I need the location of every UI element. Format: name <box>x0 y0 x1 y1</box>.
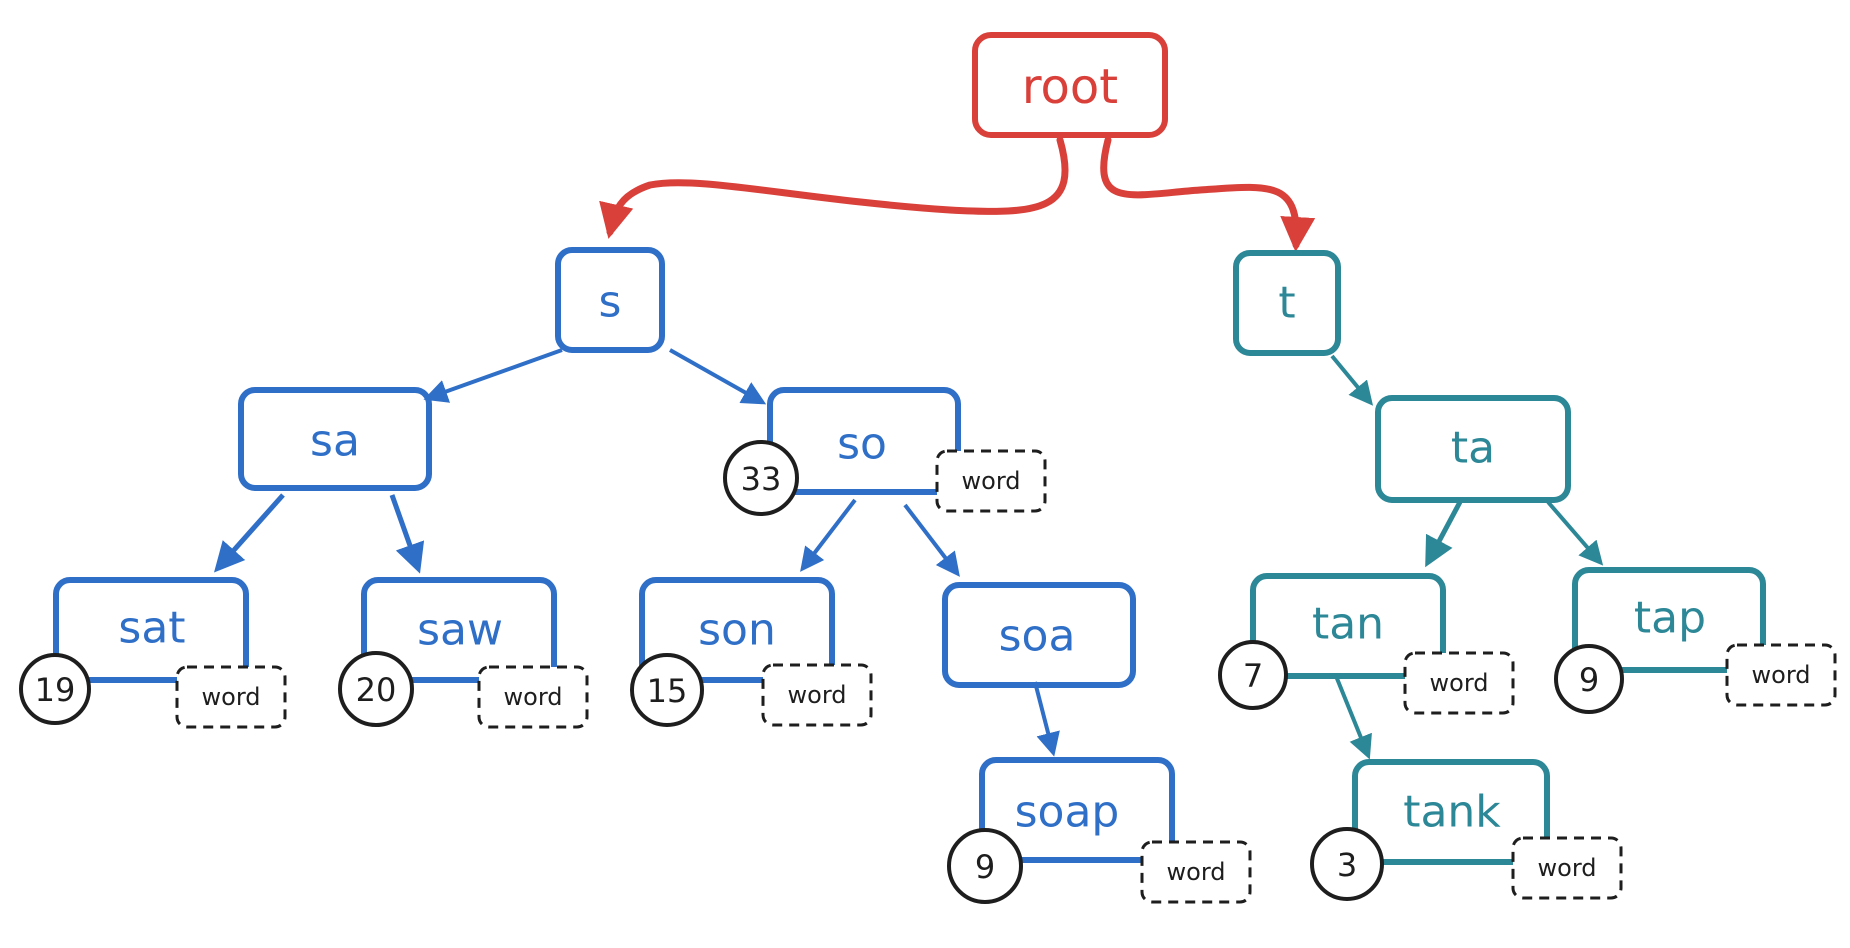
node-label-ta: ta <box>1451 423 1495 474</box>
node-soap: soap 9 word <box>947 757 1252 904</box>
word-flag <box>175 665 287 729</box>
node-tank: tank 3 word <box>1310 759 1623 901</box>
count-sat: 19 <box>35 671 76 709</box>
node-label-tap: tap <box>1634 593 1706 644</box>
node-label-s: s <box>599 277 622 328</box>
edge-root-t <box>1100 136 1316 252</box>
flag-sat: word <box>202 683 261 711</box>
node-label-tan: tan <box>1312 599 1384 650</box>
node-label-sat: sat <box>118 603 185 654</box>
edge-sa-sat <box>214 493 285 573</box>
edge-s-so <box>669 348 767 405</box>
count-soap: 9 <box>975 848 995 886</box>
flag-tank: word <box>1538 854 1597 882</box>
count-badge <box>947 828 1023 904</box>
edge-ta-tap <box>1546 500 1604 566</box>
node-tap: tap 9 word <box>1554 567 1837 714</box>
node-label-soa: soa <box>999 611 1076 662</box>
node-label-so: so <box>837 419 887 470</box>
count-badge <box>19 653 91 725</box>
node-label-saw: saw <box>417 605 503 656</box>
count-badge <box>630 653 704 727</box>
edge-root-s <box>599 136 1069 239</box>
node-tan: tan 7 word <box>1218 573 1515 715</box>
edge-ta-tan <box>1425 500 1463 568</box>
count-badge <box>1218 640 1288 710</box>
flag-tan: word <box>1430 669 1489 697</box>
flag-soap: word <box>1167 858 1226 886</box>
node-s: s <box>555 247 665 353</box>
edge-sa-saw <box>389 494 425 574</box>
count-badge <box>338 651 414 727</box>
flag-saw: word <box>504 683 563 711</box>
word-flag <box>1725 643 1837 707</box>
node-ta: ta <box>1375 395 1571 503</box>
count-tank: 3 <box>1337 846 1357 884</box>
edge-t-ta <box>1330 354 1374 406</box>
count-badge <box>723 440 799 516</box>
word-flag <box>1140 840 1252 904</box>
word-flag <box>1511 836 1623 900</box>
count-saw: 20 <box>356 671 397 709</box>
edge-s-sa <box>423 348 563 403</box>
edge-so-soa <box>903 503 960 577</box>
node-label-son: son <box>698 605 776 656</box>
edge-soa-soap <box>1033 681 1060 757</box>
edges <box>214 136 1604 760</box>
node-saw: saw 20 word <box>338 577 589 729</box>
count-tap: 9 <box>1579 661 1599 699</box>
count-badge <box>1554 644 1624 714</box>
count-badge <box>1310 827 1384 901</box>
flag-so: word <box>962 467 1021 495</box>
node-label-soap: soap <box>1015 787 1120 838</box>
node-sat: sat 19 word <box>19 577 287 729</box>
flag-son: word <box>788 681 847 709</box>
word-flag <box>935 449 1047 513</box>
count-tan: 7 <box>1243 657 1263 695</box>
node-label-t: t <box>1278 278 1295 329</box>
word-flag <box>1403 651 1515 715</box>
node-t: t <box>1233 250 1341 356</box>
node-sa: sa <box>238 387 432 491</box>
node-label-tank: tank <box>1403 787 1501 838</box>
node-soa: soa <box>942 582 1136 688</box>
node-so: so 33 word <box>723 387 1047 516</box>
node-label-root: root <box>1022 59 1118 115</box>
word-flag <box>477 665 589 729</box>
count-so: 33 <box>741 460 782 498</box>
node-son: son 15 word <box>630 577 873 727</box>
flag-tap: word <box>1752 661 1811 689</box>
node-label-sa: sa <box>310 416 360 467</box>
edge-so-son <box>800 498 857 572</box>
edge-tan-tank <box>1334 675 1372 760</box>
word-flag <box>761 663 873 727</box>
count-son: 15 <box>647 672 688 710</box>
node-root: root <box>972 32 1168 138</box>
